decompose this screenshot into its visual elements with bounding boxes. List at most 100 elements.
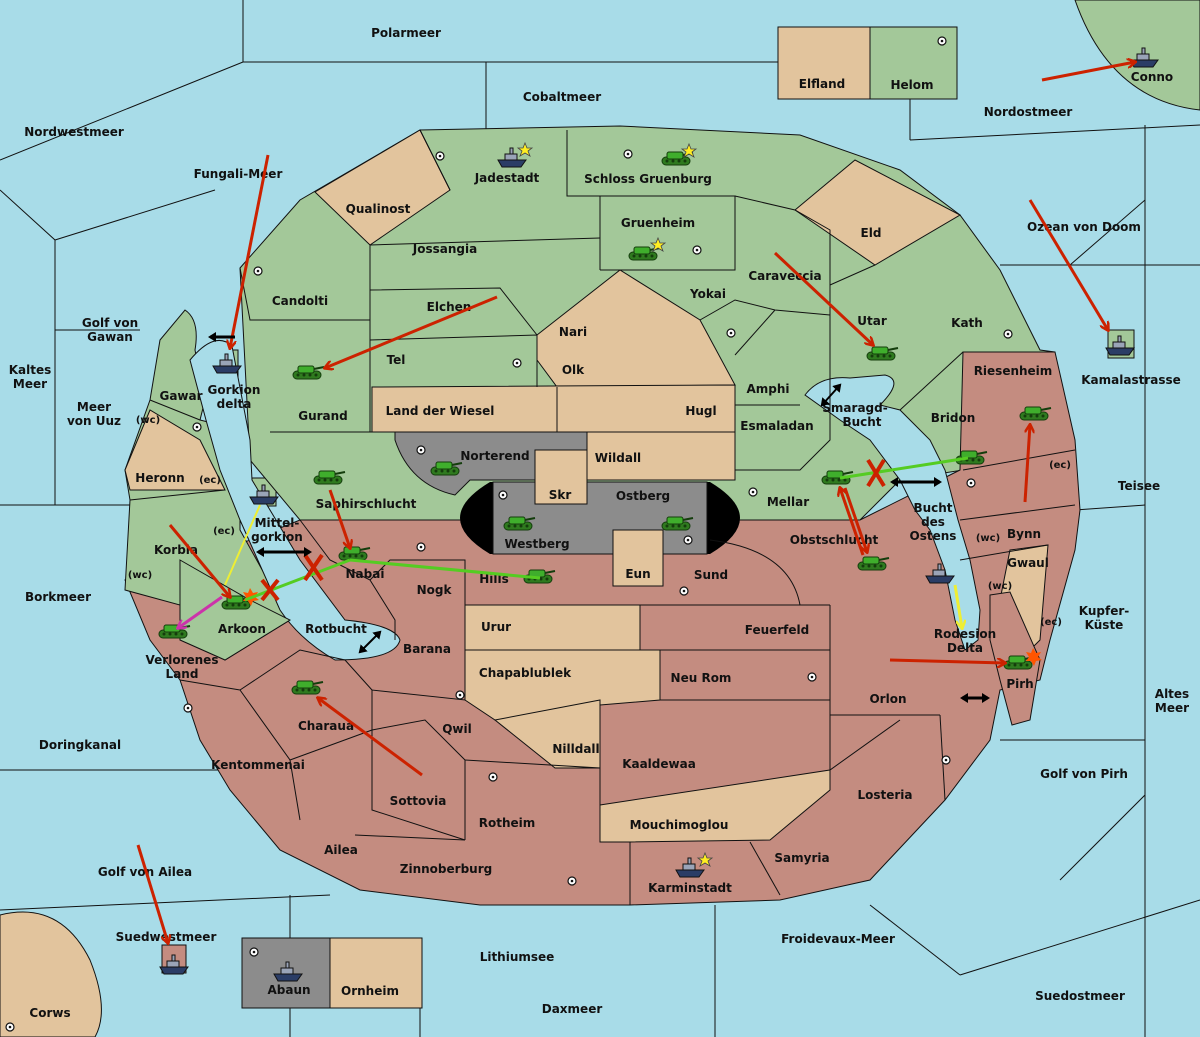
label-ozean: Ozean von Doom	[1027, 220, 1141, 234]
support-line	[839, 456, 969, 480]
supply-center-icon	[512, 358, 522, 368]
move-order-arrow	[773, 251, 873, 345]
province-eld[interactable]	[794, 159, 962, 266]
label-esmaladan: Esmaladan	[740, 419, 813, 433]
convoy-link-arrow	[358, 630, 382, 654]
supply-center-icon	[5, 1022, 15, 1032]
coast-wc1: (wc)	[136, 415, 160, 426]
move-order-arrow	[230, 154, 270, 348]
province-skr[interactable]	[534, 449, 588, 505]
label-polarmeer: Polarmeer	[371, 26, 441, 40]
tank-icon	[158, 624, 191, 639]
tank-icon	[292, 365, 325, 380]
label-uuz-1: Meer	[77, 400, 111, 414]
label-qualinost: Qualinost	[346, 202, 411, 216]
cut-support-x	[866, 458, 886, 488]
label-urur: Urur	[481, 620, 511, 634]
label-land-wiesel: Land der Wiesel	[386, 404, 495, 418]
label-losteria: Losteria	[857, 788, 912, 802]
province-corws[interactable]	[0, 911, 102, 1037]
label-mouchi: Mouchimoglou	[630, 818, 729, 832]
label-riesenheim: Riesenheim	[974, 364, 1053, 378]
supply-center-icon	[726, 328, 736, 338]
convoy-link-arrow	[820, 383, 842, 407]
coast-wc2: (wc)	[128, 570, 152, 581]
label-teisee: Teisee	[1118, 479, 1160, 493]
supply-center-icon	[966, 478, 976, 488]
supply-center-icon	[692, 245, 702, 255]
label-mittelgorkion-2: gorkion	[251, 530, 303, 544]
label-bucht-3: Ostens	[910, 529, 957, 543]
label-nabai: Nabai	[346, 567, 385, 581]
move-order-arrow	[843, 487, 867, 552]
supply-center-icon	[416, 542, 426, 552]
move-order-arrow	[1023, 425, 1030, 503]
supply-center-icon	[623, 149, 633, 159]
label-ornheim: Ornheim	[341, 984, 399, 998]
province-borders	[129, 129, 1076, 905]
label-rodesion-1: Rodesion	[934, 627, 996, 641]
tank-icon	[291, 680, 324, 695]
label-ostberg: Ostberg	[616, 489, 670, 503]
label-sund: Sund	[694, 568, 728, 582]
label-bucht-2: des	[921, 515, 945, 529]
supply-center-icon	[937, 36, 947, 46]
label-borkmeer: Borkmeer	[25, 590, 91, 604]
label-elfland: Elfland	[799, 77, 845, 91]
label-uuz-2: von Uuz	[67, 414, 121, 428]
label-sottovia: Sottovia	[390, 794, 447, 808]
label-nogk: Nogk	[417, 583, 453, 597]
label-nilldall: Nilldall	[552, 742, 599, 756]
label-neurom: Neu Rom	[671, 671, 732, 685]
label-arkoon: Arkoon	[218, 622, 266, 636]
province-heronn[interactable]	[124, 409, 226, 491]
tank-icon	[503, 516, 536, 531]
label-verlorenes-2: Land	[166, 667, 199, 681]
label-gwaul: Gwaul	[1007, 556, 1049, 570]
supply-center-icon	[1003, 329, 1013, 339]
label-lithium: Lithiumsee	[480, 950, 555, 964]
label-smaragd-2: Bucht	[842, 415, 881, 429]
label-verlorenes-1: Verlorenes	[146, 653, 219, 667]
supply-center-icon	[488, 772, 498, 782]
label-barana: Barana	[403, 642, 451, 656]
label-kamalastrasse: Kamalastrasse	[1081, 373, 1181, 387]
label-karminstadt: Karminstadt	[648, 881, 732, 895]
label-westberg: Westberg	[504, 537, 569, 551]
supply-center-icon	[683, 535, 693, 545]
supply-center-icon	[807, 672, 817, 682]
province-ornheim[interactable]	[329, 937, 423, 1009]
label-golf-gawan-2: Gawan	[87, 330, 133, 344]
supply-center-icon	[249, 947, 259, 957]
label-feuerfeld: Feuerfeld	[745, 623, 810, 637]
label-golf-gawan-1: Golf von	[82, 316, 138, 330]
label-gurand: Gurand	[298, 409, 348, 423]
label-candolti: Candolti	[272, 294, 328, 308]
label-nari: Nari	[559, 325, 587, 339]
tank-icon	[1019, 406, 1052, 421]
supply-center-icon	[941, 755, 951, 765]
tank-icon	[661, 516, 694, 531]
supply-center-icon	[192, 422, 202, 432]
move-order-arrow	[889, 660, 1005, 663]
supply-center-icon	[416, 445, 426, 455]
province-eun[interactable]	[612, 529, 664, 587]
tank-icon	[313, 470, 346, 485]
supply-center-icon	[183, 703, 193, 713]
label-bridon: Bridon	[931, 411, 976, 425]
label-hugl: Hugl	[685, 404, 716, 418]
tank-icon	[430, 461, 463, 476]
label-olk: Olk	[562, 363, 585, 377]
label-kupfer-2: Küste	[1085, 618, 1124, 632]
cut-support-x	[303, 553, 324, 582]
label-fungali: Fungali-Meer	[194, 167, 283, 181]
move-order-arrow	[318, 698, 423, 777]
label-gruenheim: Gruenheim	[621, 216, 695, 230]
label-eun: Eun	[625, 567, 650, 581]
orders	[136, 62, 1135, 943]
label-altes-2: Meer	[1155, 701, 1189, 715]
label-kaltes-2: Meer	[13, 377, 47, 391]
label-gorkion-2: delta	[217, 397, 252, 411]
tank-icon	[866, 346, 899, 361]
